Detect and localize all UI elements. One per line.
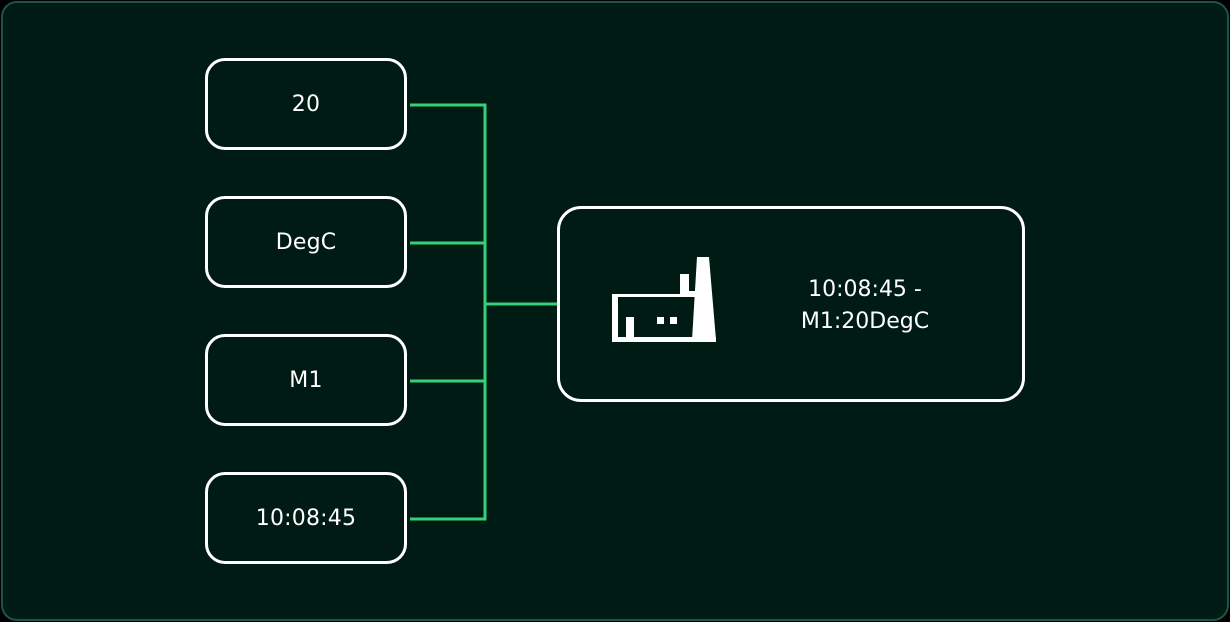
output-message: 10:08:45 - M1:20DegC <box>760 274 970 338</box>
input-box-value: 20 <box>205 58 407 150</box>
output-line-2: M1:20DegC <box>800 309 930 334</box>
input-box-timestamp: 10:08:45 <box>205 472 407 564</box>
input-label-value: 20 <box>291 91 321 117</box>
factory-icon <box>612 257 716 342</box>
input-box-machine: M1 <box>205 334 407 426</box>
input-label-machine: M1 <box>289 367 323 393</box>
output-line-1: 10:08:45 - <box>808 277 922 302</box>
input-label-timestamp: 10:08:45 <box>255 505 357 531</box>
input-label-unit: DegC <box>275 229 337 255</box>
input-box-unit: DegC <box>205 196 407 288</box>
output-box: 10:08:45 - M1:20DegC <box>557 206 1025 402</box>
